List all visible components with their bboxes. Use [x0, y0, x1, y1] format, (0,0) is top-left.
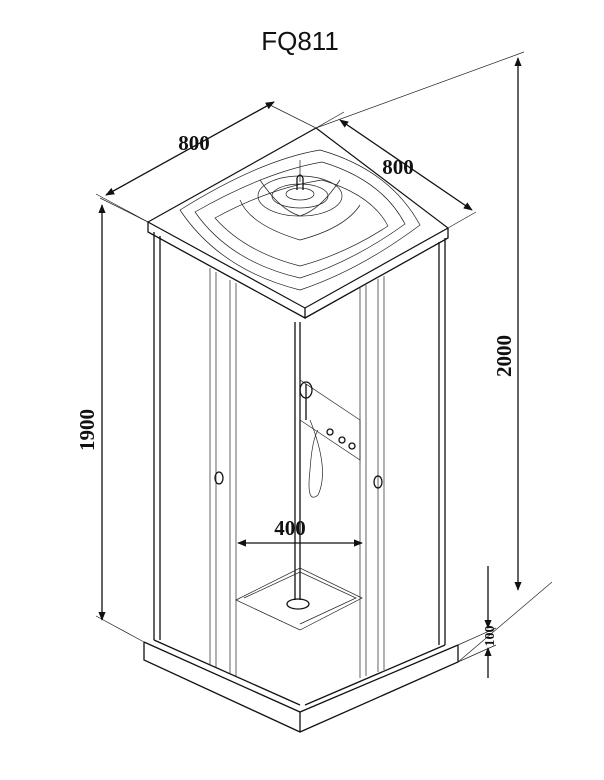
dimension-height-total: 2000: [315, 51, 553, 663]
shower-hose: [308, 419, 323, 498]
drain-icon: [286, 598, 310, 610]
dimension-base-height: 100: [457, 566, 498, 678]
svg-text:800: 800: [382, 155, 414, 179]
control-knob-icon: [348, 442, 356, 450]
right-wall: [304, 238, 446, 706]
base-plinth: [143, 641, 459, 733]
dimension-tray-width: 400: [237, 516, 363, 547]
back-panel: [294, 322, 361, 600]
svg-text:100: 100: [483, 626, 498, 647]
svg-text:2000: 2000: [492, 335, 516, 377]
dimension-width-right: 800: [315, 111, 477, 229]
control-knob-icon: [326, 428, 334, 436]
dimension-width-left: 800: [99, 101, 317, 223]
svg-text:1900: 1900: [75, 409, 99, 451]
model-title: FQ811: [261, 26, 339, 56]
svg-text:400: 400: [274, 516, 306, 540]
right-door-handle-icon: [373, 475, 383, 489]
svg-text:800: 800: [178, 131, 210, 155]
left-wall: [153, 232, 301, 706]
hand-shower-icon: [299, 381, 313, 399]
dimension-height-cabin: 1900: [75, 193, 149, 643]
left-door-handle-icon: [214, 471, 224, 485]
control-knob-icon: [338, 436, 346, 444]
shower-tray: [235, 567, 363, 631]
